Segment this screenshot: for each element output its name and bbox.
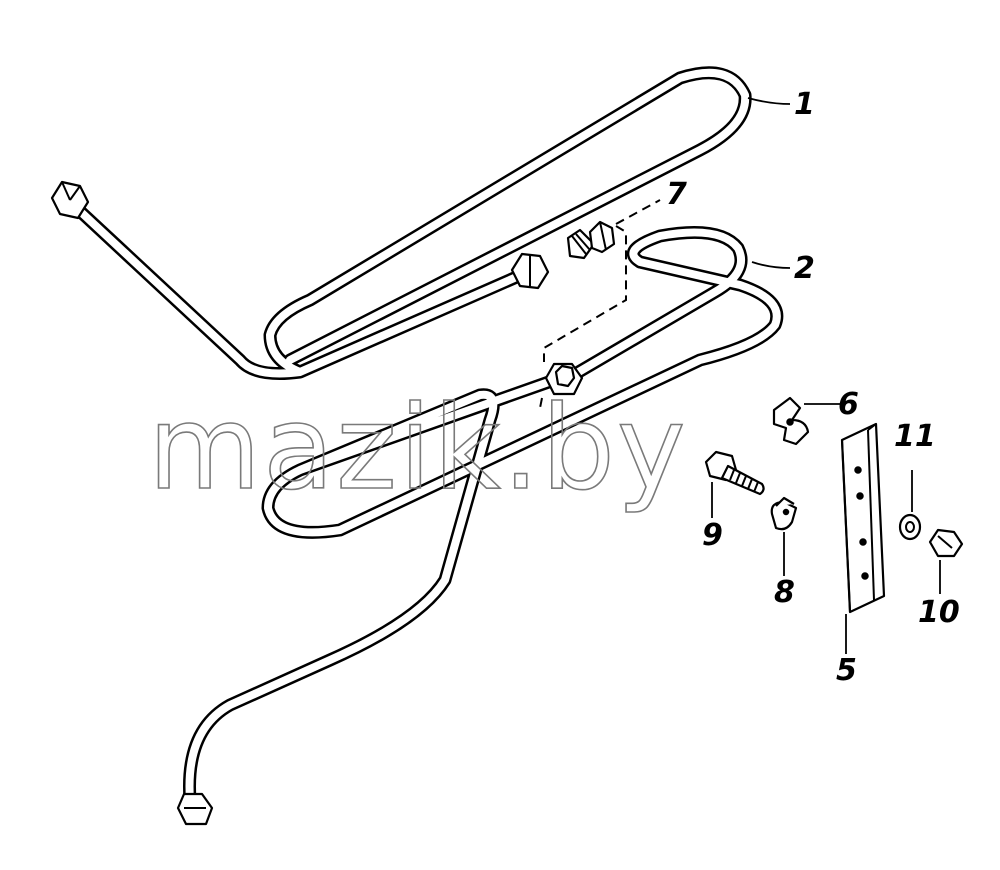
tube-2-union-nut (544, 362, 584, 396)
connector-7 (566, 220, 616, 260)
assembly-dashed-lines (539, 199, 661, 409)
tube-2-end-nut (176, 792, 214, 826)
tube-1-union-nut (510, 252, 550, 290)
leader-lines (711, 97, 941, 654)
bolt-9 (704, 450, 765, 496)
nut-10 (928, 528, 964, 558)
tube-1 (61, 66, 752, 380)
clamp-8 (770, 496, 798, 531)
callout-10: 10 (918, 595, 960, 630)
callout-8: 8 (774, 575, 795, 610)
bracket-5 (840, 422, 886, 614)
callout-7: 7 (666, 177, 687, 212)
tube-1-end-nut (50, 180, 90, 220)
callout-9: 9 (702, 518, 723, 553)
tube-2 (183, 225, 784, 807)
callout-5: 5 (836, 653, 857, 688)
callout-6: 6 (838, 387, 859, 422)
clamp-6 (772, 396, 810, 446)
callout-11: 11 (894, 419, 936, 454)
washer-11 (898, 513, 922, 541)
watermark-text: mazik.by (148, 381, 688, 516)
callout-labels: 1 2 7 6 9 8 5 11 10 (666, 87, 960, 688)
callout-2: 2 (794, 251, 815, 286)
callout-1: 1 (794, 87, 815, 122)
